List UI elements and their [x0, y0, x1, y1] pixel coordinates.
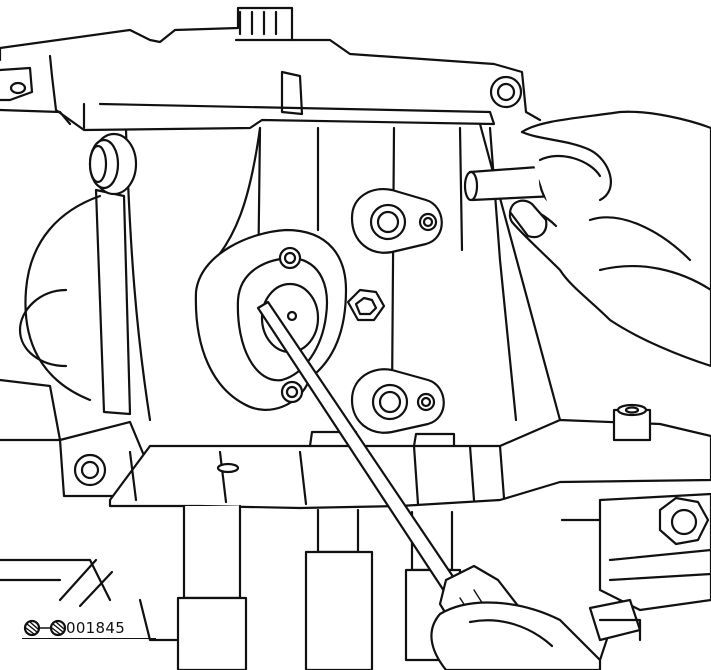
left-bracket	[0, 188, 132, 442]
right-rail-boss	[612, 403, 652, 442]
hex-bolt	[346, 288, 386, 322]
bottom-left-lines	[0, 558, 180, 642]
upper-boss-pair	[350, 188, 443, 254]
lower-hand	[430, 601, 642, 670]
top-right-boss	[489, 75, 523, 109]
lower-boss-pair	[350, 368, 445, 434]
top-left-hole	[9, 81, 27, 95]
upper-housing	[0, 6, 542, 132]
figure-code-label: 001845	[66, 619, 126, 637]
lower-columns	[176, 504, 622, 670]
bottom-right-assembly	[588, 492, 711, 642]
left-plug	[88, 132, 138, 196]
figure-code-marker-icon	[23, 619, 67, 637]
upper-hand	[508, 110, 711, 368]
figure-code-underline	[22, 638, 156, 639]
